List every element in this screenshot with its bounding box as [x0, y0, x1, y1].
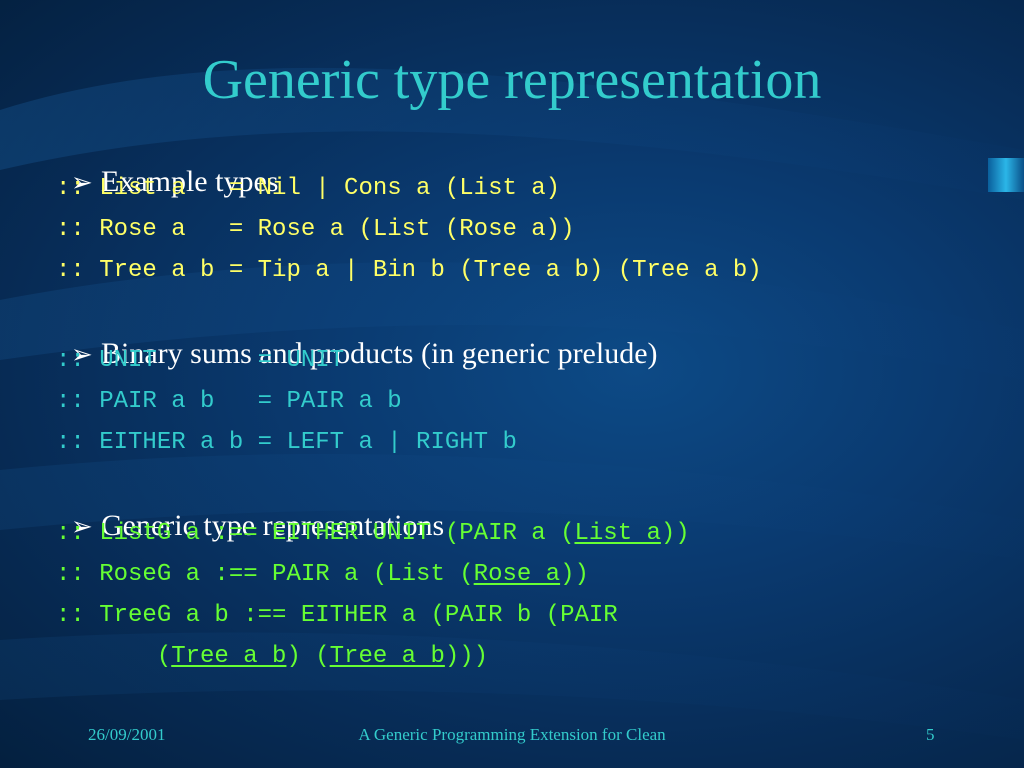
- arrow-bullet-icon: ➢: [71, 340, 93, 369]
- code-line: :: List a = Nil | Cons a (List a): [56, 175, 561, 202]
- code-segment: )): [660, 520, 690, 547]
- bullet-example-types: ➢ Example types: [56, 128, 278, 201]
- code-line: (Tree a b) (Tree a b))): [56, 641, 488, 673]
- bullet-generic-representations: ➢ Generic type representations: [56, 472, 444, 545]
- code-line: :: PAIR a b = PAIR a b: [56, 388, 402, 415]
- swoosh-3: [0, 454, 1024, 560]
- swoosh-1: [0, 67, 1024, 200]
- code-line: :: Tree a b = Tip a | Bin b (Tree a b) (…: [56, 257, 762, 284]
- code-line: :: ListG a :== EITHER UNIT (PAIR a (List…: [56, 518, 690, 550]
- code-segment: :: RoseG a :== PAIR a (List (: [56, 561, 474, 588]
- footer-page-number: 5: [926, 725, 935, 744]
- code-segment: :: TreeG a b :== EITHER a (PAIR b (PAIR: [56, 602, 618, 629]
- code-line: :: RoseG a :== PAIR a (List (Rose a)): [56, 559, 589, 591]
- code-line: :: UNIT = UNIT: [56, 347, 345, 374]
- bullet-text: Binary sums and products (in generic pre…: [101, 337, 658, 370]
- code-line: :: EITHER a b = LEFT a | RIGHT b: [56, 429, 517, 456]
- slide-title: Generic type representation: [202, 49, 822, 111]
- code-segment: ))): [444, 643, 489, 670]
- bullet-binary-sums: ➢ Binary sums and products (in generic pr…: [56, 300, 658, 373]
- code-line: :: TreeG a b :== EITHER a (PAIR b (PAIR: [56, 600, 618, 632]
- swoosh-2: [0, 262, 1024, 380]
- arrow-bullet-icon: ➢: [71, 512, 93, 541]
- code-segment-underlined: Tree a b: [329, 643, 445, 670]
- code-segment-underlined: List a: [574, 520, 661, 547]
- side-tab-decoration: [988, 158, 1024, 192]
- swoosh-4: [0, 632, 1024, 740]
- footer-date: 26/09/2001: [88, 725, 166, 744]
- arrow-bullet-icon: ➢: [71, 168, 93, 197]
- code-segment-underlined: Rose a: [473, 561, 561, 588]
- bullet-text: Generic type representations: [101, 509, 445, 542]
- code-segment: ) (: [286, 643, 330, 670]
- code-segment: (: [56, 643, 172, 670]
- code-line: :: Rose a = Rose a (List (Rose a)): [56, 216, 575, 243]
- code-segment: :: ListG a :== EITHER UNIT (PAIR a (: [56, 520, 575, 547]
- bullet-text: Example types: [101, 165, 279, 198]
- code-segment: )): [560, 561, 589, 588]
- footer-title: A Generic Programming Extension for Clea…: [358, 725, 666, 744]
- code-segment-underlined: Tree a b: [171, 643, 287, 670]
